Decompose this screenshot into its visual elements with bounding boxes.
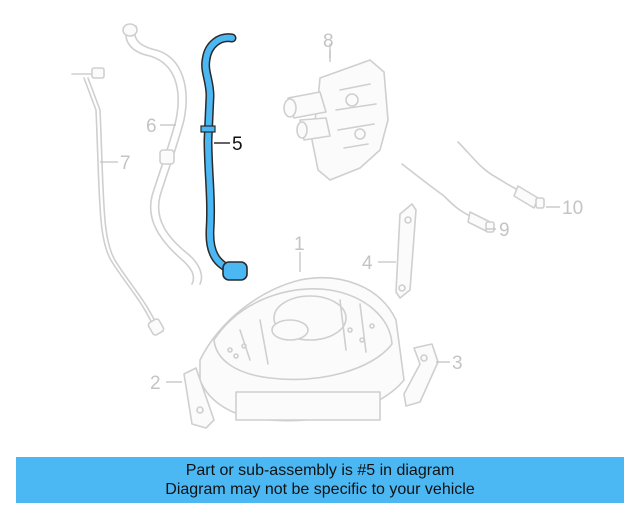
parts-diagram: 6 7 8 5 9 10 4 1 2 3 xyxy=(71,23,583,429)
callout-2: 2 xyxy=(150,373,161,394)
callout-3: 3 xyxy=(452,353,463,374)
part-1-canister xyxy=(199,277,405,422)
part-2-bracket xyxy=(183,367,215,429)
callout-10: 10 xyxy=(562,198,583,219)
info-banner: Part or sub-assembly is #5 in diagram Di… xyxy=(16,457,624,503)
callout-8: 8 xyxy=(323,31,334,52)
banner-line-1: Part or sub-assembly is #5 in diagram xyxy=(185,462,455,479)
callout-9: 9 xyxy=(499,220,510,241)
part-4-bracket xyxy=(395,203,417,299)
part-6-hose xyxy=(122,23,203,285)
callout-7: 7 xyxy=(120,153,131,174)
callout-5: 5 xyxy=(232,134,243,155)
callout-6: 6 xyxy=(146,116,157,137)
part-7-line xyxy=(71,67,165,336)
part-3-bracket xyxy=(403,343,439,407)
part-5-hose xyxy=(200,33,248,281)
callout-4: 4 xyxy=(362,253,373,274)
part-10-sensor xyxy=(457,141,545,209)
callout-1: 1 xyxy=(294,234,305,255)
part-8-valve-bracket xyxy=(283,43,389,181)
banner-line-2: Diagram may not be specific to your vehi… xyxy=(165,481,475,498)
callout-leaders xyxy=(100,50,560,383)
